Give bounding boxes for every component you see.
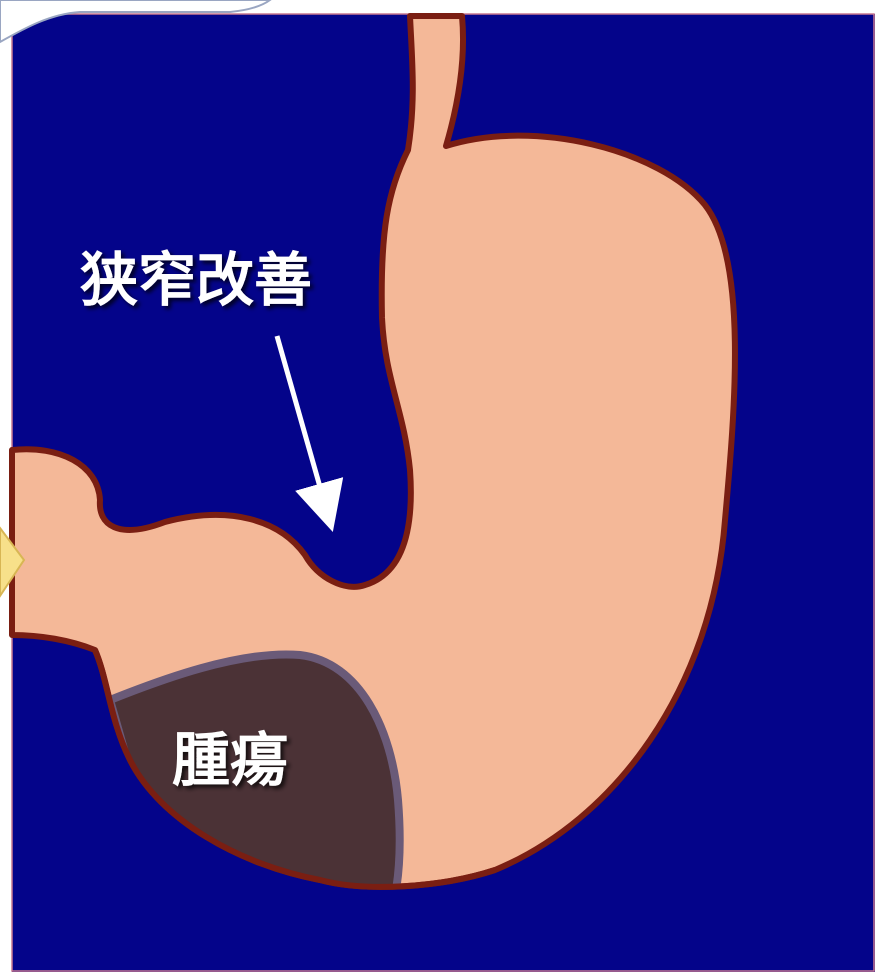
- stenosis-label: 狭窄改善: [80, 246, 312, 314]
- tumor-label: 腫瘍: [172, 726, 288, 794]
